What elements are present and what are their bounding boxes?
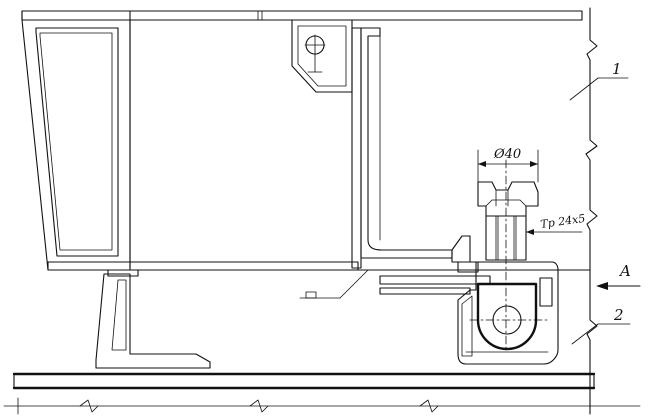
- part-2-callout: 2: [571, 306, 631, 345]
- clamp-assembly: [379, 235, 559, 365]
- part-2-label: 2: [613, 306, 624, 324]
- thread-label: Тр 24x5: [540, 212, 586, 231]
- view-a-label: A: [618, 262, 631, 280]
- diameter-label: Ø40: [493, 147, 521, 162]
- left-box-section: [21, 10, 131, 271]
- bottom-rail: [3, 372, 641, 415]
- main-body: [47, 19, 591, 271]
- threaded-stud: [477, 159, 539, 351]
- part-1-label: 1: [612, 60, 622, 78]
- part-1-callout: 1: [569, 60, 629, 101]
- top-plate: [21, 10, 583, 21]
- support-leg: [95, 269, 211, 369]
- top-bracket: [291, 19, 353, 93]
- weld-mark: [299, 269, 369, 299]
- diameter-dimension: Ø40: [477, 147, 539, 183]
- thread-annotation: Тр 24x5: [525, 212, 586, 235]
- view-a-arrow: A: [596, 262, 641, 290]
- break-line: [585, 7, 598, 415]
